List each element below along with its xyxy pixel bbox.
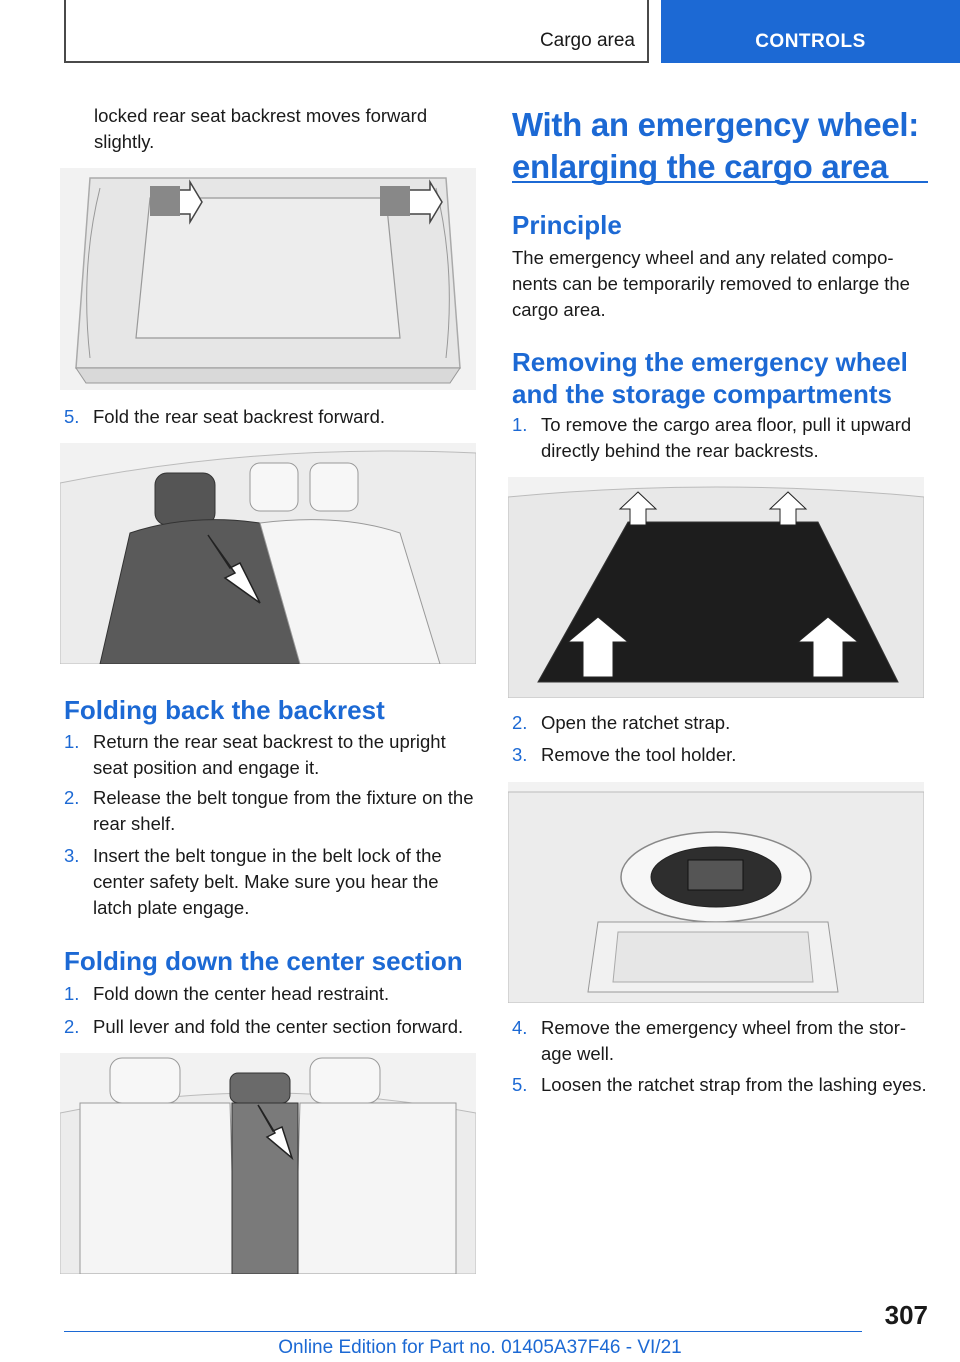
header-section-title: Cargo area bbox=[539, 30, 635, 51]
step-text: Insert the belt tongue in the belt lock … bbox=[93, 845, 442, 918]
header-chapter-tab[interactable]: CONTROLS bbox=[661, 0, 960, 63]
step-number: 5. bbox=[512, 1074, 528, 1095]
step-text: Loosen the ratchet strap from the lashin… bbox=[541, 1074, 927, 1095]
footer-rule bbox=[64, 1331, 862, 1332]
title-rule bbox=[512, 181, 928, 183]
section-heading-principle: Principle bbox=[512, 210, 622, 240]
step-text: Pull lever and fold the center section f… bbox=[93, 1016, 464, 1037]
section-heading-folding-back: Folding back the backrest bbox=[64, 695, 385, 725]
principle-text: The emergency wheel and any related comp… bbox=[512, 247, 910, 320]
step-number: 1. bbox=[64, 731, 80, 752]
cargo-floor-illustration bbox=[508, 477, 924, 698]
step-number: 4. bbox=[512, 1017, 528, 1038]
page-main-title: With an emergency wheel: enlarging the c… bbox=[512, 106, 919, 185]
step-number: 2. bbox=[64, 787, 80, 808]
step-text: To remove the cargo area floor, pull it … bbox=[541, 414, 912, 461]
header-frame bbox=[64, 0, 649, 63]
step-number: 3. bbox=[512, 744, 528, 765]
step-number: 1. bbox=[64, 983, 80, 1004]
step-number: 5. bbox=[64, 406, 80, 427]
step-text: Fold the rear seat backrest forward. bbox=[93, 406, 386, 427]
spare-wheel-well-illustration bbox=[508, 782, 924, 1003]
section-heading-folding-center: Folding down the center section bbox=[64, 946, 463, 976]
page-number: 307 bbox=[884, 1300, 928, 1330]
center-section-illustration bbox=[60, 1053, 476, 1274]
step-number: 3. bbox=[64, 845, 80, 866]
step-number: 2. bbox=[512, 712, 528, 733]
header-chapter-label: CONTROLS bbox=[755, 31, 866, 52]
step-number: 1. bbox=[512, 414, 528, 435]
footer-edition-text: Online Edition for Part no. 01405A37F46 … bbox=[278, 1337, 682, 1358]
intro-text: locked rear seat backrest moves forward … bbox=[94, 105, 428, 152]
step-text: Fold down the center head restraint. bbox=[93, 983, 390, 1004]
step-text: Open the ratchet strap. bbox=[541, 712, 731, 733]
step-text: Return the rear seat backrest to the upr… bbox=[93, 731, 446, 778]
section-heading-removing: Removing the emergency wheel and the sto… bbox=[512, 347, 908, 409]
step-number: 2. bbox=[64, 1016, 80, 1037]
cargo-area-illustration bbox=[60, 168, 476, 390]
backrest-fold-illustration bbox=[60, 443, 476, 664]
step-text: Release the belt tongue from the fixture… bbox=[93, 787, 474, 834]
step-text: Remove the tool holder. bbox=[541, 744, 737, 765]
step-text: Remove the emergency wheel from the stor… bbox=[541, 1017, 907, 1064]
